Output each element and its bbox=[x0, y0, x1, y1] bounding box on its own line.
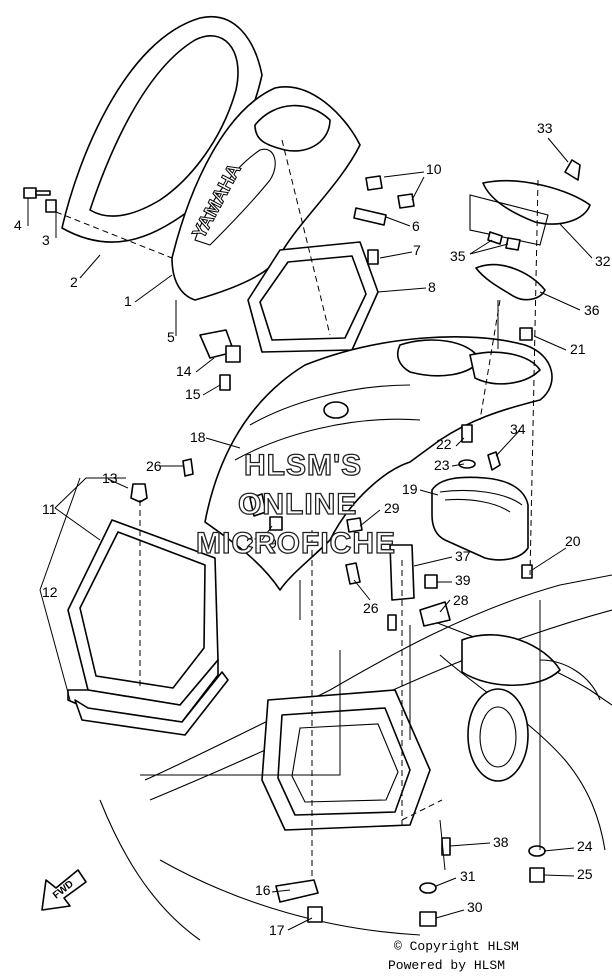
bracket-lines bbox=[140, 580, 541, 871]
callout-27: 27 bbox=[246, 535, 262, 551]
callout-26a: 26 bbox=[146, 458, 162, 474]
hull-body bbox=[99, 574, 612, 941]
callout-2: 2 bbox=[70, 274, 78, 290]
callout-17: 17 bbox=[269, 922, 285, 938]
callout-20: 20 bbox=[565, 533, 581, 549]
callout-6: 6 bbox=[412, 218, 420, 234]
callout-22: 22 bbox=[436, 436, 452, 452]
part-18-hood bbox=[204, 336, 553, 591]
part-11-storage-bin bbox=[67, 519, 219, 723]
callout-34: 34 bbox=[510, 421, 526, 437]
callout-36: 36 bbox=[584, 302, 600, 318]
callout-14: 14 bbox=[176, 363, 192, 379]
callout-28: 28 bbox=[453, 592, 469, 608]
callout-13: 13 bbox=[102, 470, 118, 486]
callout-32: 32 bbox=[595, 253, 611, 269]
callout-35: 35 bbox=[450, 248, 466, 264]
fwd-arrow-icon: FWD bbox=[41, 869, 87, 911]
part-19-glove-box bbox=[431, 476, 529, 561]
part-8-gasket bbox=[247, 241, 379, 353]
part-12-bin-gasket bbox=[74, 671, 229, 736]
callout-11: 11 bbox=[42, 501, 57, 517]
callout-9: 9 bbox=[269, 535, 277, 551]
callout-30: 30 bbox=[467, 899, 483, 915]
callout-16: 16 bbox=[255, 882, 271, 898]
callout-29: 29 bbox=[384, 500, 400, 516]
fasteners bbox=[23, 175, 546, 927]
copyright-line: © Copyright HLSM bbox=[394, 939, 519, 954]
callout-7: 7 bbox=[413, 242, 421, 258]
callout-19: 19 bbox=[402, 481, 418, 497]
part-32-lid bbox=[469, 159, 591, 251]
callout-1: 1 bbox=[124, 293, 132, 309]
callout-39: 39 bbox=[455, 572, 471, 588]
guide-lines bbox=[55, 139, 539, 880]
leader-lines bbox=[27, 137, 593, 931]
callout-38: 38 bbox=[493, 834, 509, 850]
callout-31: 31 bbox=[460, 868, 476, 884]
watermark-line-2: ONLINE bbox=[237, 487, 358, 521]
callout-21: 21 bbox=[570, 341, 586, 357]
callout-15: 15 bbox=[185, 386, 201, 402]
callout-4: 4 bbox=[14, 217, 22, 233]
callout-5: 5 bbox=[167, 329, 175, 345]
watermark-line-1: HLSM'S bbox=[243, 448, 363, 482]
callout-24: 24 bbox=[577, 838, 593, 854]
callout-3: 3 bbox=[42, 232, 50, 248]
part-36-seal bbox=[475, 263, 546, 301]
watermark-line-3: MICROFICHE bbox=[195, 526, 396, 560]
part-13-plug bbox=[130, 483, 148, 503]
callout-37: 37 bbox=[455, 548, 471, 564]
callout-labels: 1234567891011121314151617181920212223242… bbox=[14, 120, 611, 938]
part-2-cover bbox=[61, 15, 263, 243]
powered-by-line: Powered by HLSM bbox=[388, 958, 506, 973]
callout-25: 25 bbox=[577, 866, 593, 882]
callout-33: 33 bbox=[537, 120, 553, 136]
callout-18: 18 bbox=[190, 429, 206, 445]
callout-10: 10 bbox=[426, 161, 442, 177]
callout-23: 23 bbox=[434, 457, 450, 473]
callout-26b: 26 bbox=[363, 600, 379, 616]
callout-8: 8 bbox=[428, 279, 436, 295]
callout-12: 12 bbox=[42, 584, 58, 600]
